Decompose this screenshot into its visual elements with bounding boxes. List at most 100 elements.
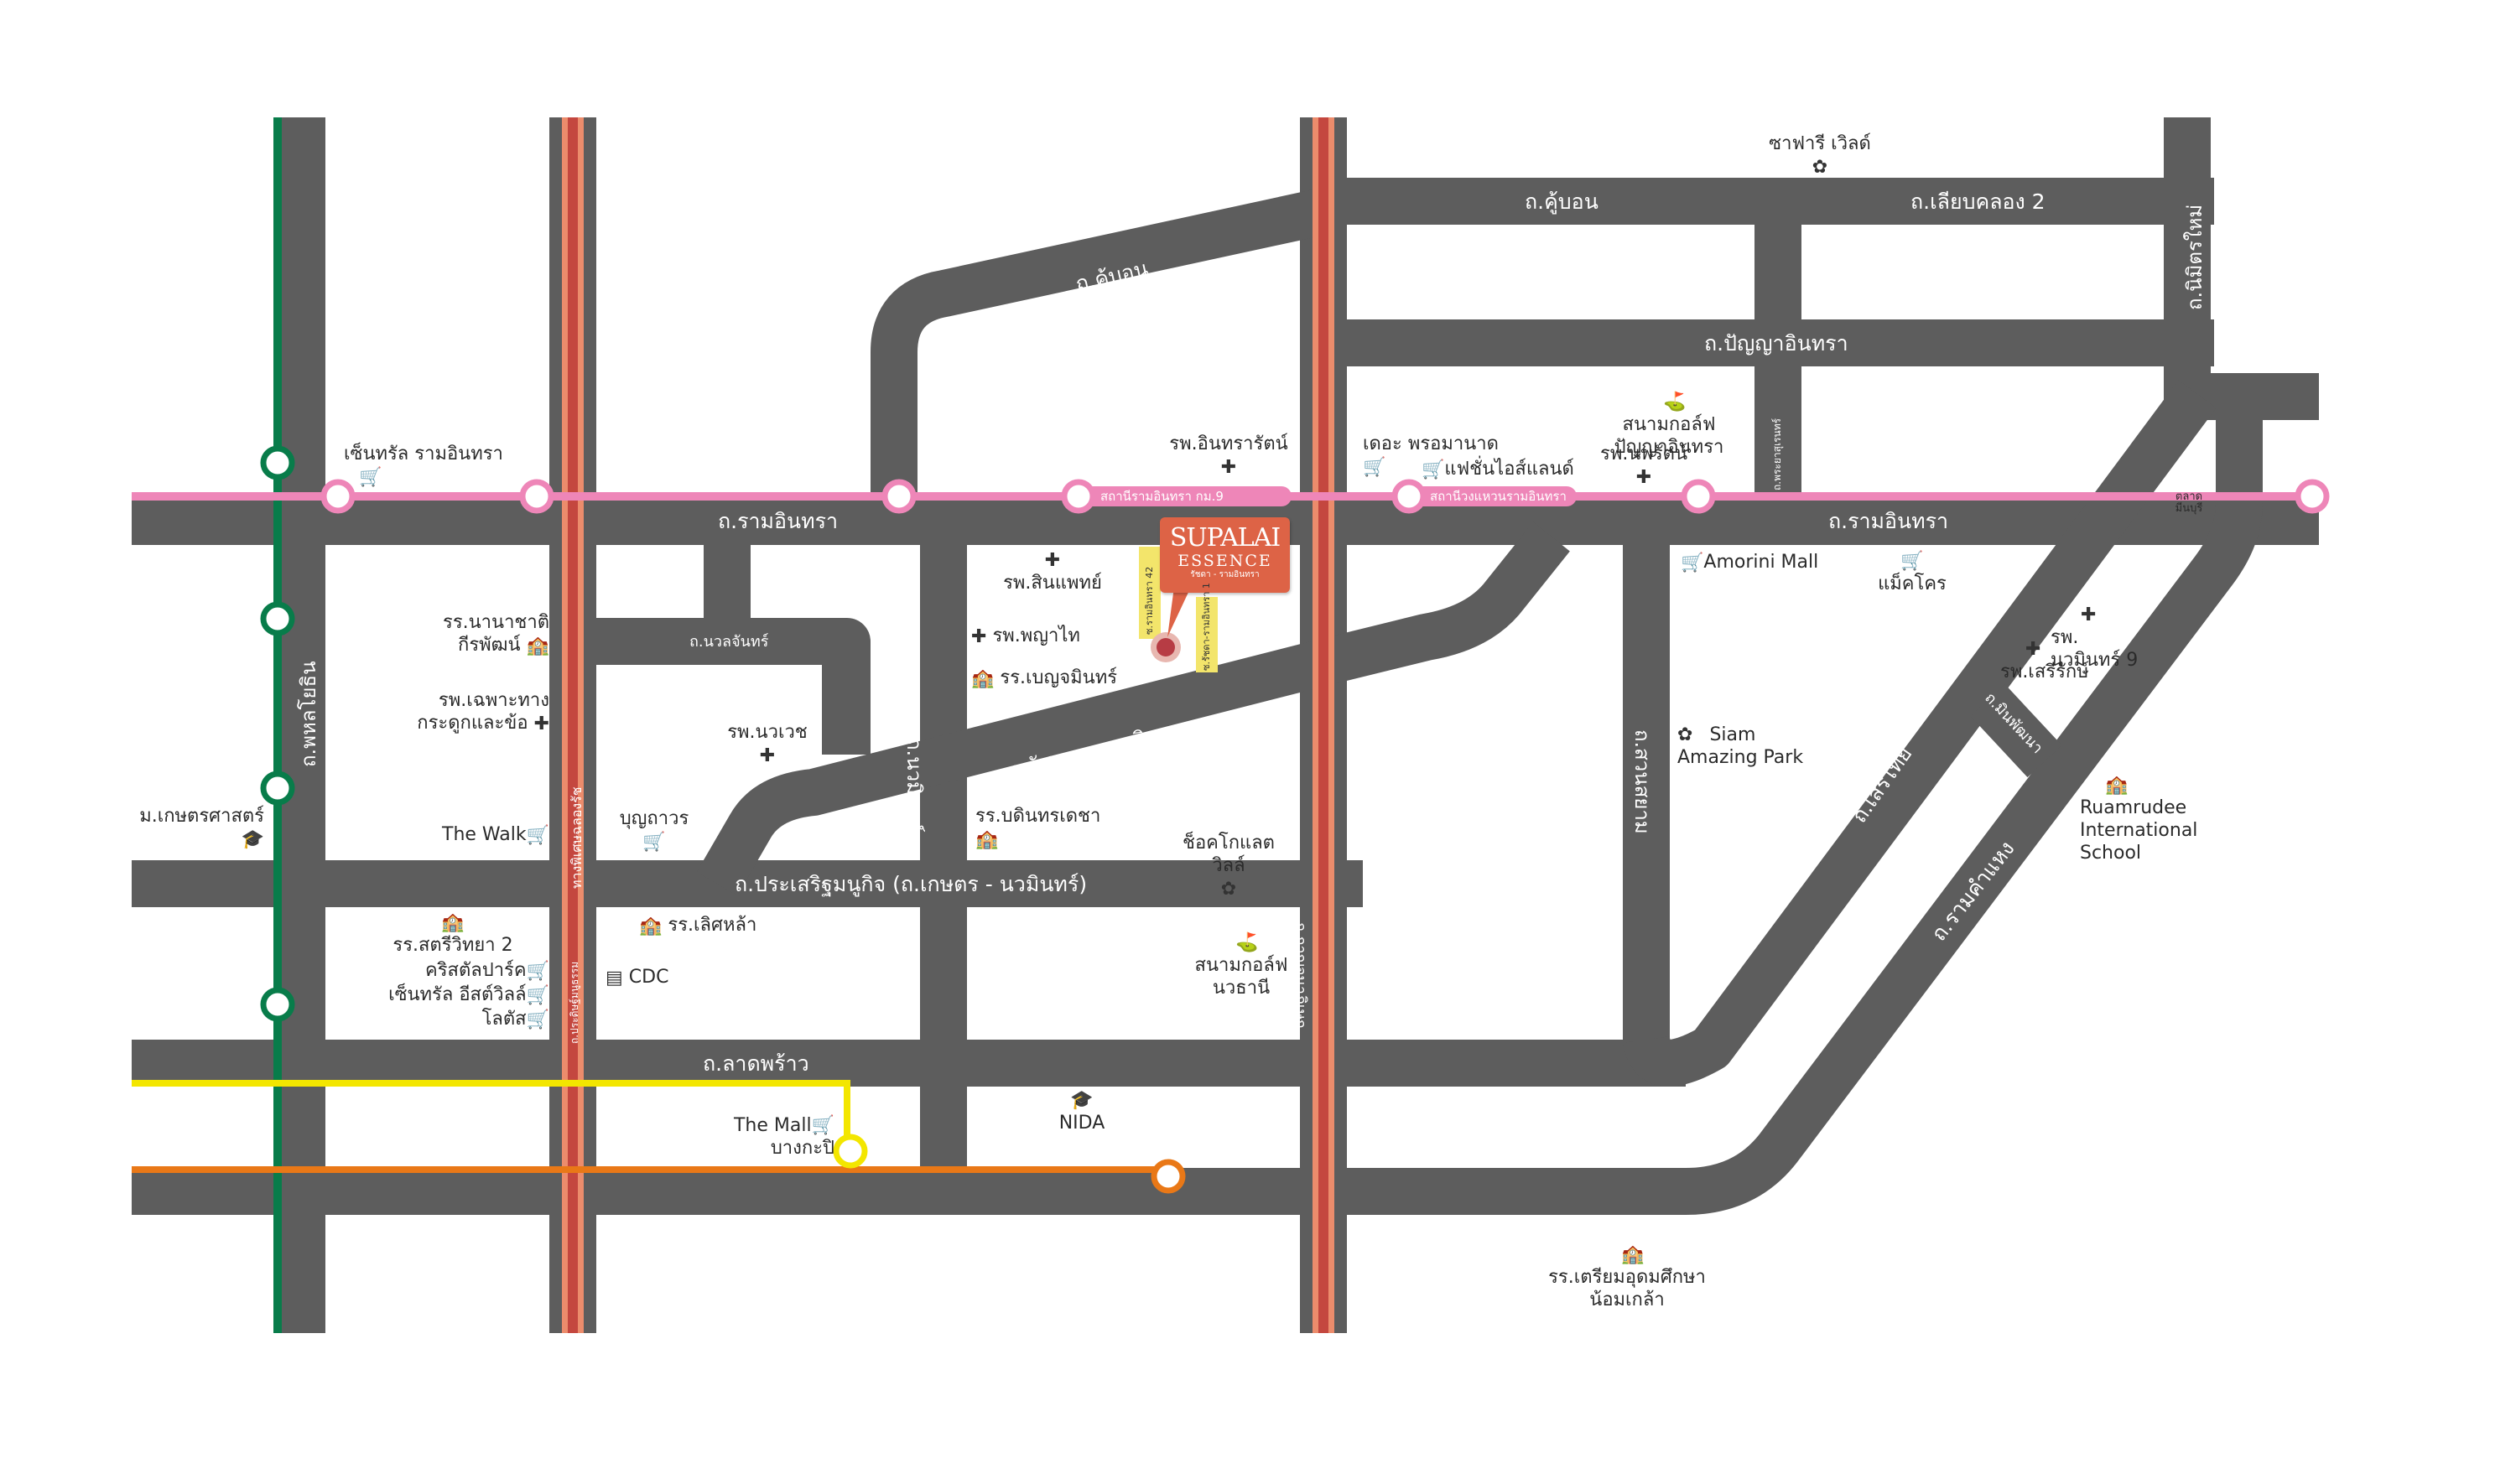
shopping-cart-icon: 🛒 (1422, 459, 1445, 480)
station-pink-5 (1391, 479, 1427, 514)
place-ruamrudee[interactable]: 🏫Ruamrudee International School (2080, 774, 2198, 864)
place-safari-world[interactable]: ซาฟารี เวิลด์✿ (1769, 133, 1871, 178)
road-label-nimit-mai: ถ.นิมิตรใหม่ (2183, 204, 2207, 310)
graduation-icon: 🎓 (1070, 1089, 1094, 1111)
hospital-icon: ✚ (1220, 456, 1237, 478)
school-icon: 🏫 (975, 828, 999, 850)
road-label-khu-bon: ถ.คู้บอน (1525, 189, 1598, 214)
hospital-icon: ✚ (1635, 466, 1652, 488)
place-benjamin[interactable]: 🏫 รร.เบญจมินทร์ (971, 667, 1118, 689)
place-central-east[interactable]: เซ็นทรัล อีสต์วิลล์🛒 (388, 984, 549, 1006)
place-amorini[interactable]: 🛒Amorini Mall (1681, 552, 1819, 573)
school-icon: 🏫 (441, 911, 465, 933)
station-pink-6 (1681, 479, 1716, 514)
place-nawavej[interactable]: รพ.นวเวช✚ (727, 722, 808, 766)
road-khu-bon-diag (871, 188, 1328, 521)
place-the-mall[interactable]: 🛒The Mall บางกะปิ (733, 1115, 834, 1159)
road-network (132, 117, 2319, 1333)
place-promenade[interactable]: เดอะ พรอมานาด🛒 (1363, 433, 1499, 478)
road-label-ram-inthra-2: ถ.รามอินทรา (1828, 509, 1949, 533)
road-label-lat-phrao: ถ.ลาดพร้าว (703, 1051, 809, 1076)
road-label-phraya-suren: ถ.พระยาสุเรนทร์ (1771, 418, 1783, 490)
place-inter-school[interactable]: รร.นานาชาติ กีรพัฒน์ 🏫 (443, 612, 549, 656)
soi-label-ratchada-1: ซ.รัชดา-รามอินทรา 1 (1201, 583, 1212, 671)
golf-icon: ⛳ (1663, 391, 1687, 413)
place-nawathani-golf[interactable]: ⛳สนามกอล์ฟ นวธานี (1194, 931, 1288, 999)
shopping-cart-icon: 🛒 (359, 466, 382, 488)
attraction-icon: ✿ (1220, 878, 1237, 900)
graduation-icon: 🎓 (241, 828, 264, 850)
station-pink-4 (1061, 479, 1096, 514)
station-pink-3 (881, 479, 917, 514)
road-label-nawamin: ถ.นวมินทร์ (902, 738, 926, 833)
road-label-pradit: ถ.ประดิษฐ์มนูธรรม (569, 961, 580, 1044)
logo-tagline: รัชดา - รามอินทรา (1190, 570, 1260, 579)
shopping-cart-icon: 🛒 (1681, 552, 1704, 573)
place-cdc[interactable]: ▤ CDC (606, 967, 669, 988)
place-fashion-island[interactable]: 🛒แฟชั่นไอส์แลนด์ (1422, 459, 1574, 480)
road-label-phahonyothin: ถ.พหลโยธิน (297, 661, 320, 767)
road-label-panya-inthra: ถ.ปัญญาอินทรา (1704, 331, 1848, 355)
place-lertla[interactable]: 🏫 รร.เลิศหล้า (639, 915, 757, 937)
station-yellow-1 (833, 1134, 868, 1169)
place-ortho-hospital[interactable]: รพ.เฉพาะทาง กระดูกและข้อ ✚ (417, 690, 549, 734)
place-makro[interactable]: 🛒แม็คโคร (1878, 550, 1947, 594)
place-crystal-park[interactable]: คริสตัลปาร์ค🛒 (425, 960, 549, 982)
school-icon: 🏫 (526, 635, 549, 656)
logo-brand: SUPALAI (1169, 523, 1281, 553)
place-siam-park[interactable]: ✿Siam Amazing Park (1677, 724, 1804, 768)
station-orange-1 (1151, 1159, 1186, 1194)
road-label-nuan-chan: ถ.นวลจันทร์ (689, 633, 769, 651)
place-bodin[interactable]: รร.บดินทรเดชา🏫 (975, 806, 1101, 850)
station-label-km9-bg (1078, 486, 1292, 506)
station-pink-2 (519, 479, 554, 514)
school-icon: 🏫 (639, 915, 663, 937)
place-the-walk[interactable]: The Walk🛒 (442, 824, 549, 846)
stations (260, 445, 2330, 1194)
school-icon: 🏫 (1621, 1243, 1645, 1265)
road-label-suan-siam: ถ.สวนสยาม (1630, 729, 1654, 834)
attraction-icon: ✿ (1677, 724, 1693, 745)
road-label-ram-inthra-1: ถ.รามอินทรา (718, 509, 839, 533)
station-green-1 (260, 445, 295, 480)
place-serirak[interactable]: ✚รพ.เสรีรักษ์ (2000, 638, 2089, 682)
supalai-essence-logo[interactable]: SUPALAI ESSENCE รัชดา - รามอินทรา (1160, 517, 1290, 593)
place-nopparat[interactable]: รพ.นพรัตน์✚ (1600, 444, 1687, 488)
golf-icon: ⛳ (1235, 931, 1259, 953)
hospital-icon: ✚ (759, 745, 776, 766)
place-inthararat[interactable]: รพ.อินทรารัตน์✚ (1169, 433, 1288, 478)
rail-yellow-line (132, 1080, 850, 1144)
place-talad-minburi[interactable]: ตลาด มีนบุรี (2175, 490, 2203, 515)
place-triam-udom[interactable]: 🏫รร.เตรียมอุดมศึกษา น้อมเกล้า (1548, 1243, 1706, 1310)
hospital-icon: ✚ (533, 713, 549, 734)
road-label-prasert: ถ.ประเสริฐมนูกิจ (ถ.เกษตร - นวมินทร์) (735, 872, 1088, 896)
hospital-icon: ✚ (2081, 604, 2097, 625)
soi-ram-inthra-42-bg (1139, 547, 1161, 639)
project-pin-inner (1157, 638, 1175, 656)
station-pink-7 (2295, 479, 2330, 514)
road-label-expressway: ทางพิเศษฉลองรัช (569, 786, 585, 889)
station-green-4 (260, 987, 295, 1022)
place-phyathai[interactable]: ✚ รพ.พญาไท (971, 625, 1080, 647)
place-chocolate-ville[interactable]: ช็อคโกแลต วิลล์✿ (1183, 833, 1275, 900)
place-nawamin9[interactable]: ✚รพ. นวมินทร์ 9 (2051, 604, 2139, 671)
school-icon: 🏫 (971, 667, 995, 689)
place-sinphaet[interactable]: ✚รพ.สินแพทย์ (1003, 549, 1102, 594)
place-central-ram[interactable]: เซ็นทรัล รามอินทรา🛒 (344, 444, 503, 488)
place-ku[interactable]: ม.เกษตรศาสตร์🎓 (139, 806, 264, 850)
soi-ratchada-1-bg (1196, 597, 1218, 672)
shopping-cart-icon: 🛒 (526, 984, 549, 1006)
station-label-km9: สถานีรามอินทรา กม.9 (1100, 489, 1224, 504)
attraction-icon: ✿ (1812, 156, 1828, 178)
shopping-cart-icon: 🛒 (811, 1115, 834, 1136)
place-lotus[interactable]: โลตัส🛒 (481, 1009, 549, 1030)
place-satri-witthaya[interactable]: 🏫รร.สตรีวิทยา 2 (392, 911, 513, 956)
station-green-2 (260, 601, 295, 636)
place-bunthavorn[interactable]: บุญถาวร🛒 (619, 808, 689, 853)
shopping-cart-icon: 🛒 (526, 1009, 549, 1030)
shopping-cart-icon: 🛒 (642, 831, 666, 853)
shopping-icon: ▤ (606, 967, 623, 988)
place-panya-golf[interactable]: ⛳สนามกอล์ฟ ปัญญาอินทรา (1614, 391, 1724, 458)
place-nida[interactable]: 🎓NIDA (1058, 1089, 1105, 1134)
